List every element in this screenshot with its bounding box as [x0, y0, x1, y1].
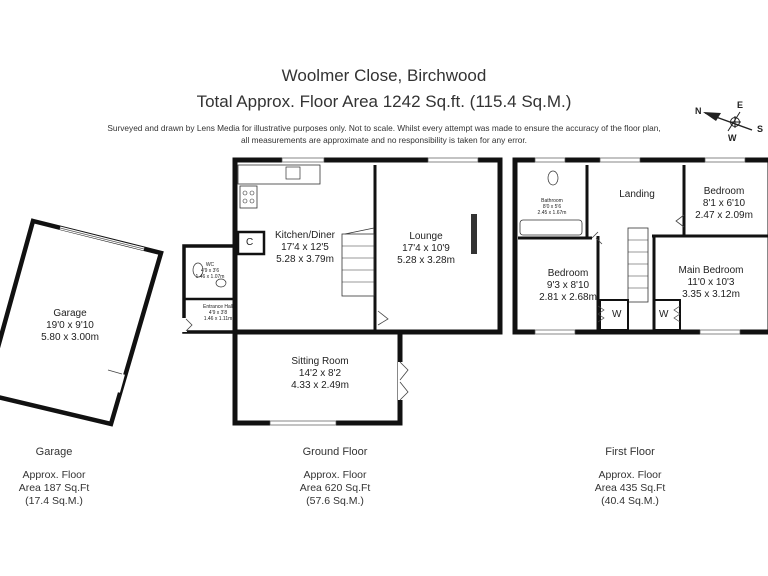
cupboard-marker: C [246, 237, 254, 248]
disclaimer-line-1: Surveyed and drawn by Lens Media for ill… [107, 123, 661, 133]
wardrobe-marker-2: W [659, 309, 669, 320]
total-floor-area: Total Approx. Floor Area 1242 Sq.ft. (11… [196, 92, 572, 111]
floor-caption-ground: Ground Floor Approx. Floor Area 620 Sq.F… [299, 446, 371, 507]
disclaimer-line-2: all measurements are approximate and no … [241, 135, 527, 145]
garage-plan [0, 218, 164, 427]
wardrobe-marker-1: W [612, 309, 622, 320]
floor-caption-first: First Floor Approx. Floor Area 435 Sq.Ft… [594, 446, 666, 507]
room-label-bedroom: Bedroom 9'3 x 8'10 2.81 x 2.68m [539, 268, 597, 303]
ground-floor-details [182, 157, 479, 426]
room-label-landing: Landing [619, 189, 655, 200]
first-floor-details [519, 157, 746, 335]
room-label-bathroom: Bathroom 8'0 x 5'6 2.45 x 1.67m [537, 198, 567, 216]
room-label-garage: Garage 19'0 x 9'10 5.80 x 3.00m [41, 308, 99, 343]
room-label-bedroom-small: Bedroom 8'1 x 6'10 2.47 x 2.09m [695, 186, 753, 221]
compass-west: W [728, 133, 737, 143]
compass-south: S [757, 124, 764, 134]
room-label-wc: WC 4'9 x 3'6 1.46 x 1.07m [195, 262, 225, 280]
room-label-main-bedroom: Main Bedroom 11'0 x 10'3 3.35 x 3.12m [678, 265, 744, 300]
disclaimer: Surveyed and drawn by Lens Media for ill… [60, 122, 708, 146]
compass-north: N [695, 106, 702, 116]
room-label-entrance-hall: Entrance Hall 4'9 x 3'8 1.46 x 1.11m [202, 304, 234, 322]
room-label-kitchen-diner: Kitchen/Diner 17'4 x 12'5 5.28 x 3.79m [274, 230, 336, 265]
room-label-sitting-room: Sitting Room 14'2 x 8'2 4.33 x 2.49m [291, 356, 349, 391]
compass-icon [703, 111, 753, 132]
compass-east: E [737, 100, 744, 110]
property-title: Woolmer Close, Birchwood [281, 66, 487, 85]
room-label-lounge: Lounge 17'4 x 10'9 5.28 x 3.28m [397, 231, 455, 266]
floor-caption-garage: Garage Approx. Floor Area 187 Sq.Ft (17.… [18, 446, 90, 507]
